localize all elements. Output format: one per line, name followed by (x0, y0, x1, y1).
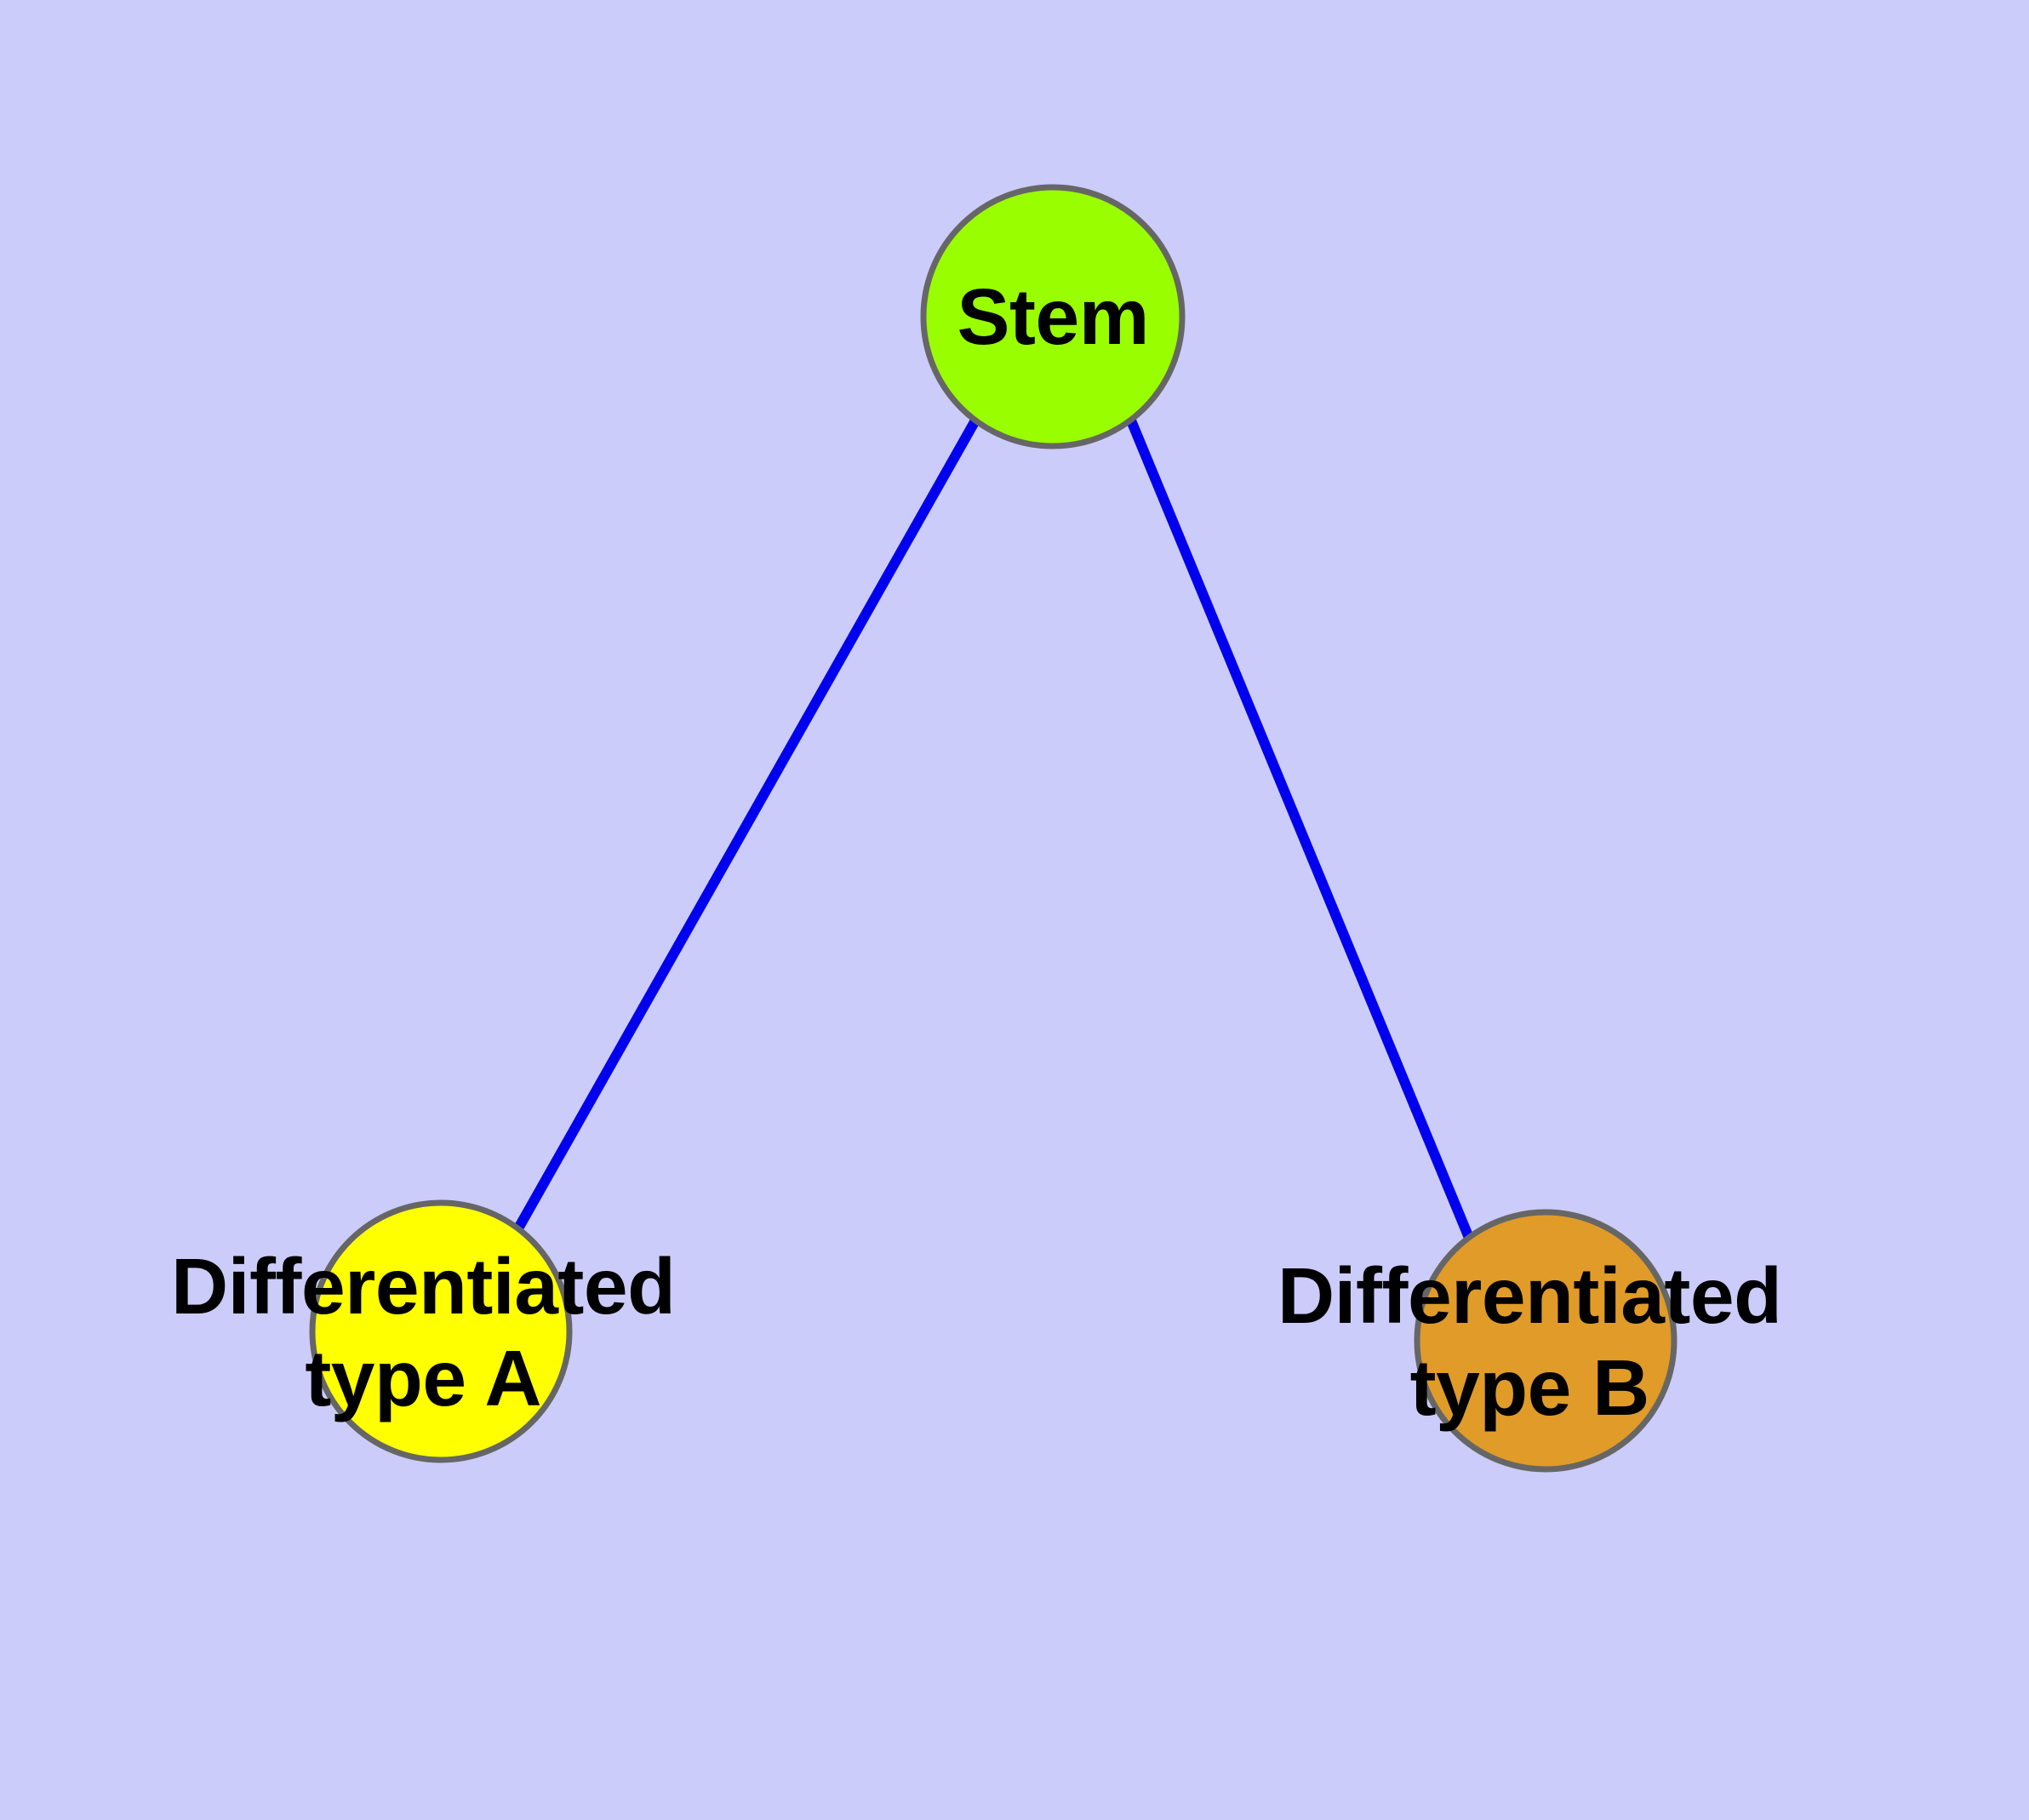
edge-stem-diff-b[interactable] (1126, 418, 1474, 1240)
node-circle-diff_a[interactable] (309, 1199, 573, 1463)
edge-stem-diff-a[interactable] (513, 418, 980, 1231)
node-circle-diff_b[interactable] (1414, 1209, 1677, 1473)
edges-layer (513, 418, 1474, 1240)
nodes-layer (309, 184, 1677, 1473)
node-circle-stem[interactable] (920, 184, 1186, 449)
